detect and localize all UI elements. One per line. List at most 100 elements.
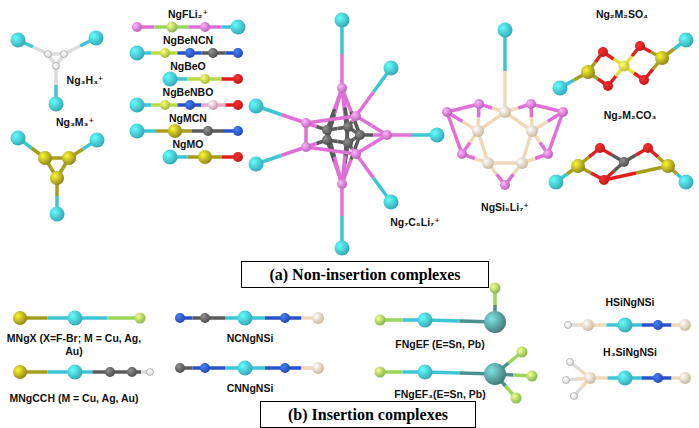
atom-sphere [639, 75, 649, 85]
molecule-model [249, 13, 445, 256]
atom-sphere [38, 151, 52, 165]
molecule-model [163, 72, 244, 87]
atom-sphere [301, 142, 311, 152]
atom-sphere [200, 22, 210, 32]
atom-sphere [68, 365, 83, 380]
atom-sphere [11, 131, 26, 146]
atom-sphere [198, 150, 212, 164]
molecule-label: NgSi₅Li₇⁺ [481, 201, 529, 214]
atom-sphere [472, 125, 484, 137]
atom-sphere [127, 367, 137, 377]
atom-sphere [474, 99, 484, 109]
molecule-model [132, 20, 246, 35]
atom-sphere [11, 33, 26, 48]
atom-sphere [565, 322, 572, 329]
atom-sphere [337, 83, 347, 93]
atom-sphere [208, 48, 218, 58]
atom-sphere [160, 100, 170, 110]
atom-sphere [430, 128, 445, 143]
molecule-model [549, 143, 694, 190]
atom-sphere [582, 319, 594, 331]
atom-sphere [482, 157, 494, 169]
atom-sphere [661, 159, 675, 173]
atom-sphere [130, 124, 145, 139]
atom-sphere [553, 81, 568, 96]
atom-sphere [233, 74, 243, 84]
atom-sphere [500, 180, 510, 190]
atom-sphere [571, 393, 578, 400]
atom-sphere [457, 149, 467, 159]
atom-sphere [208, 100, 218, 110]
atom-sphere [135, 313, 146, 324]
atom-sphere [175, 313, 185, 323]
atom-sphere [200, 74, 210, 84]
molecule-label: CNNgNSi [227, 382, 274, 395]
molecule-model [13, 365, 154, 380]
atom-sphere [167, 22, 178, 33]
atom-sphere [249, 99, 264, 114]
atom-sphere [200, 313, 210, 323]
atom-sphere [526, 125, 538, 137]
molecule-model [563, 359, 692, 400]
atom-sphere [168, 124, 182, 138]
atom-sphere [619, 157, 629, 167]
atom-sphere [351, 111, 361, 121]
molecule-label: NgMCN [169, 112, 207, 125]
atom-sphere [603, 81, 613, 91]
atom-sphere [322, 125, 332, 135]
atom-sphere [13, 311, 27, 325]
atom-sphere [375, 367, 386, 378]
atom-sphere [53, 63, 60, 70]
atom-sphere [635, 41, 645, 51]
atom-sphere [50, 171, 64, 185]
molecule-label: MNgCCH (M = Cu, Ag, Au) [4, 392, 144, 405]
atom-sphere [516, 157, 528, 169]
atom-sphere [89, 31, 104, 46]
atom-sphere [679, 372, 691, 384]
atom-sphere [49, 97, 64, 112]
atom-sphere [62, 151, 76, 165]
molecule-model [175, 311, 324, 326]
atom-sphere [619, 61, 630, 72]
atom-sphere [105, 367, 115, 377]
atom-sphere [584, 372, 596, 384]
atom-sphere [147, 369, 154, 376]
molecule-model [130, 124, 244, 139]
molecule-label: NgBeNBO [163, 86, 214, 99]
atom-sphere [163, 150, 178, 165]
atom-sphere [13, 365, 27, 379]
molecule-label: NgMO [173, 138, 204, 151]
atom-sphere [233, 152, 243, 162]
atom-sphere [375, 315, 386, 326]
molecule-label: MNgX (X=F-Br; M = Cu, Ag, Au) [4, 332, 144, 358]
atom-sphere [233, 100, 243, 110]
atom-sphere [643, 143, 653, 153]
atom-sphere [335, 241, 350, 256]
atom-sphere [595, 143, 605, 153]
atom-sphere [351, 149, 361, 159]
atom-sphere [526, 99, 536, 109]
molecule-model [553, 33, 694, 96]
molecule-label: Ng₂M₂SO₄ [596, 8, 648, 21]
molecule-model [130, 98, 244, 113]
molecule-label: NgBeO [170, 60, 206, 73]
molecule-model [11, 131, 105, 222]
molecule-model [442, 23, 568, 191]
atom-sphere [249, 157, 264, 172]
atom-sphere [68, 311, 83, 326]
atom-sphere [442, 107, 452, 117]
atom-sphere [355, 130, 365, 140]
molecule-model [11, 31, 104, 112]
atom-sphere [160, 48, 170, 58]
molecule-label: HSiNgNSi [605, 296, 654, 309]
molecule-model [175, 361, 324, 376]
atom-sphere [679, 175, 694, 190]
atom-sphere [653, 320, 663, 330]
atom-sphere [581, 65, 595, 79]
atom-sphere [384, 61, 399, 76]
atom-sphere [301, 118, 311, 128]
atom-sphere [233, 48, 243, 58]
atom-sphere [517, 347, 528, 358]
caption-box: (b) Insertion complexes [260, 401, 476, 428]
